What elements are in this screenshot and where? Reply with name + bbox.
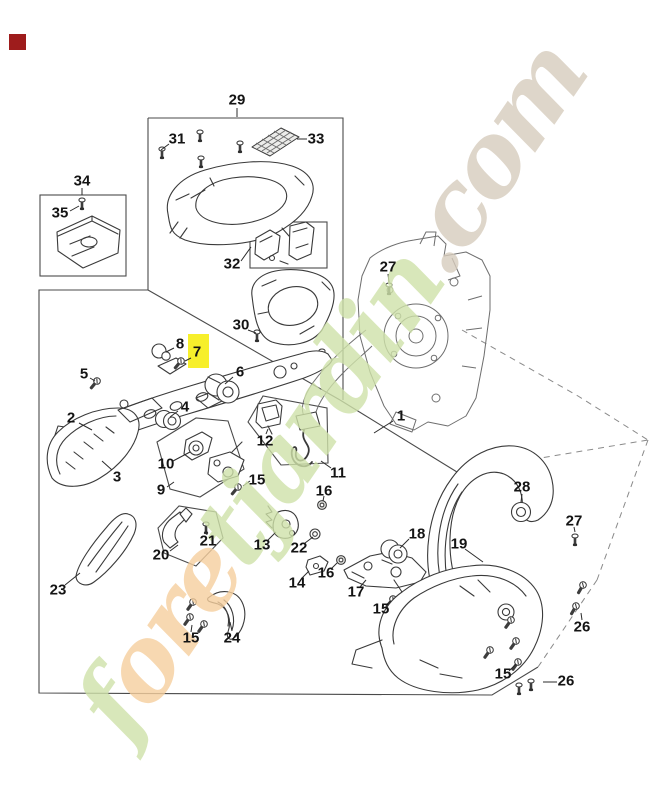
- screw-26d: [527, 678, 535, 692]
- part-label-29: 29: [229, 92, 246, 109]
- part-trigger-13: [265, 505, 299, 539]
- screw-29c: [236, 140, 244, 154]
- part-grommet-8: [151, 343, 171, 361]
- part-label-18: 18: [409, 526, 426, 543]
- part-brake-mechanism: [183, 431, 245, 483]
- part-label-3: 3: [113, 469, 121, 486]
- box-12: [247, 395, 329, 466]
- part-label-35: 35: [52, 205, 69, 222]
- screw-29b: [197, 155, 205, 169]
- part-bushing-28: [510, 501, 532, 523]
- part-label-6: 6: [236, 364, 244, 381]
- part-drum-6: [204, 373, 240, 404]
- part-label-9: 9: [157, 482, 165, 499]
- part-label-30: 30: [233, 317, 250, 334]
- part-label-5: 5: [80, 366, 88, 383]
- part-label-17: 17: [348, 584, 365, 601]
- leader-lines: [64, 108, 583, 683]
- screw-27-right: [571, 533, 579, 547]
- part-label-16: 16: [318, 565, 335, 582]
- box-lower-diag: [339, 399, 458, 473]
- part-label-34: 34: [74, 173, 91, 190]
- part-label-28: 28: [514, 479, 531, 496]
- part-label-15: 15: [249, 472, 266, 489]
- part-label-24: 24: [224, 630, 241, 647]
- part-label-27: 27: [380, 259, 397, 276]
- part-label-31: 31: [169, 131, 186, 148]
- part-air-filter-grid: [251, 127, 300, 157]
- part-shroud-cover: [166, 161, 314, 246]
- part-label-15: 15: [495, 666, 512, 683]
- box-lower: [38, 289, 539, 696]
- part-label-15: 15: [373, 601, 390, 618]
- part-label-10: 10: [158, 456, 175, 473]
- part-tank-housing: [46, 397, 163, 487]
- box-34: [39, 194, 127, 277]
- part-bracket-17: [343, 551, 427, 589]
- part-bushing-18: [380, 539, 408, 564]
- box-9: [156, 417, 245, 498]
- layout-boxes: [38, 117, 649, 696]
- part-label-13: 13: [254, 537, 271, 554]
- screw-5: [87, 375, 103, 392]
- part-label-21: 21: [200, 533, 217, 550]
- highlight-part-7: [188, 334, 209, 368]
- red-marker-square: [9, 34, 26, 50]
- part-label-16: 16: [316, 483, 333, 500]
- part-label-23: 23: [50, 582, 67, 599]
- screw-35: [78, 197, 86, 211]
- part-label-26: 26: [558, 673, 575, 690]
- part-label-8: 8: [176, 336, 184, 353]
- screw-26b: [567, 600, 582, 618]
- part-label-33: 33: [308, 131, 325, 148]
- part-switch-12: [255, 399, 283, 435]
- part-label-20: 20: [153, 547, 170, 564]
- part-label-2: 2: [67, 410, 75, 427]
- part-label-7: 7: [193, 344, 201, 361]
- part-grommet-22: [309, 528, 321, 540]
- part-label-4: 4: [181, 399, 190, 416]
- part-label-1: 1: [397, 408, 405, 425]
- part-label-12: 12: [257, 433, 274, 450]
- part-bushing-4: [154, 409, 182, 431]
- box-29-slant: [147, 289, 341, 401]
- part-hand-guard-24: [207, 591, 246, 640]
- dashed-handle-right: [596, 439, 649, 581]
- part-bracket-32: [254, 221, 315, 265]
- box-29: [147, 117, 344, 400]
- part-filter-base: [56, 215, 121, 269]
- part-filter-housing-30: [251, 269, 335, 346]
- part-label-22: 22: [291, 540, 308, 557]
- part-label-14: 14: [289, 575, 306, 592]
- clip-16b: [336, 555, 346, 565]
- part-wire-harness-11: [290, 411, 321, 468]
- part-label-11: 11: [330, 465, 346, 482]
- part-label-32: 32: [224, 256, 241, 273]
- part-boot-14: [305, 555, 329, 576]
- part-label-15: 15: [183, 630, 200, 647]
- part-label-27: 27: [566, 513, 583, 530]
- part-lever-20: [161, 507, 193, 549]
- part-label-19: 19: [451, 536, 468, 553]
- part-label-26: 26: [574, 619, 591, 636]
- dashed-line-crankcase: [461, 329, 649, 441]
- part-rear-housing-19: [351, 564, 544, 694]
- box-20: [157, 505, 224, 567]
- screw-26a: [574, 579, 589, 597]
- screw-26c: [515, 682, 523, 696]
- screw-29a: [196, 129, 204, 143]
- screw-30: [253, 329, 261, 343]
- part-grip-23: [75, 513, 137, 586]
